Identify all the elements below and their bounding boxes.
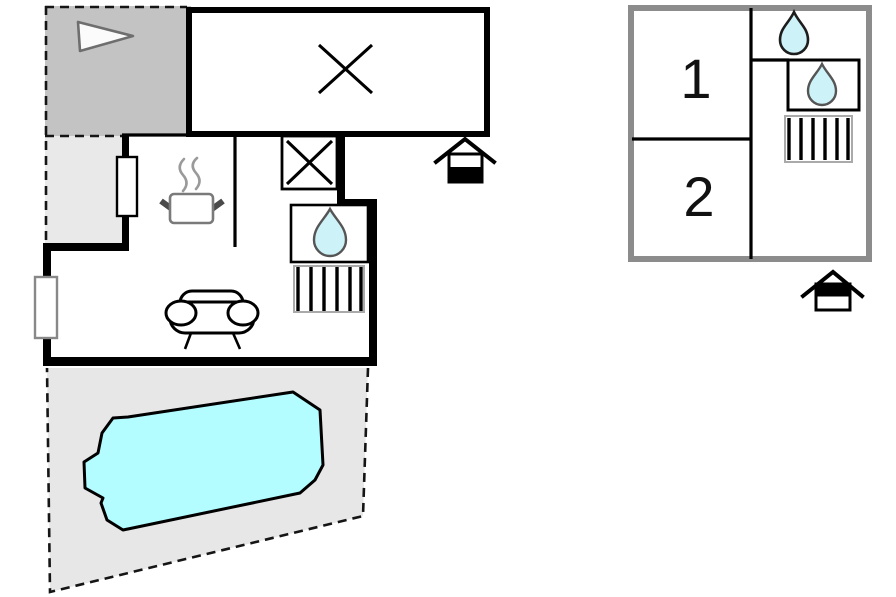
stairs-frame [293,265,365,313]
stairs-frame [784,115,853,163]
room-2-label: 2 [683,165,714,228]
swimming-pool [82,390,325,532]
sofa-leg [183,332,193,350]
house-level-marker [450,167,481,181]
house-level-marker [817,285,849,297]
pot-body [168,192,215,225]
entrance-house-icon-ground [433,136,497,184]
crossed-box-x-icon [285,139,334,186]
right-wall [369,199,377,366]
crossed-room [186,7,490,137]
terrace-arrow-icon [76,20,135,53]
stove-icon [159,156,225,225]
water-drop-icon [778,8,810,56]
stairs-steps [296,267,363,311]
kitchen-window [115,155,139,218]
stairs-icon [293,265,365,313]
sofa-armrest [226,299,260,327]
wall-segment [337,199,377,207]
stairs-steps [787,118,850,160]
sink-icon [289,203,370,264]
water-drop-icon [806,61,838,107]
sofa-armrest [164,299,198,327]
living-room-window [33,275,59,340]
house-roof [800,269,865,299]
sofa-icon [164,289,260,350]
ground-floor-plan [33,5,497,594]
crossed-room-x-icon [317,43,374,95]
room-1-label: 1 [680,47,711,110]
house-roof [433,136,497,165]
bottom-wall [43,357,377,366]
entrance-house-icon-upper [800,269,865,312]
steam-line [191,156,201,191]
plot-boundary-dashed [44,5,187,243]
sink-icon-upper [786,58,861,112]
steam-line [178,157,188,193]
patio-area [45,136,122,243]
wall-segment [337,131,345,207]
upper-floor-walls [632,8,789,259]
sofa-leg [231,332,242,350]
stairs-icon-upper [784,115,853,163]
water-drop-icon [312,206,348,258]
terrace-area [45,6,191,136]
upper-floor-plan: 1 2 [628,5,872,312]
wall-segment [43,243,128,251]
